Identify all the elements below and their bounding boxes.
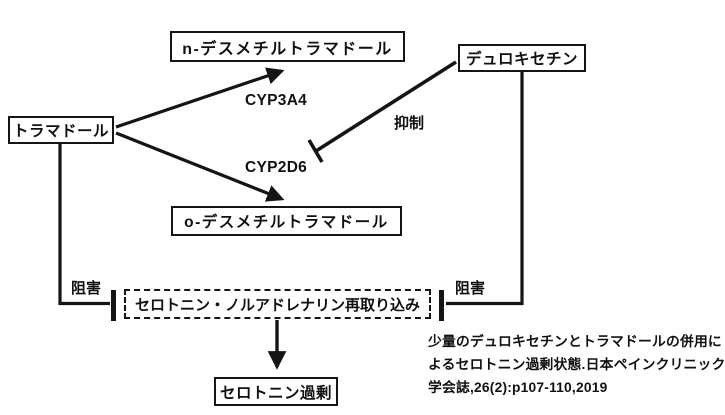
citation: 少量のデュロキセチンとトラマドールの併用に よるセロトニン過剰状態.日本ペインク… xyxy=(428,330,725,399)
edge-label-blockade-right: 阻害 xyxy=(455,280,486,297)
arrow-tramadol-to-n-desmethyl xyxy=(115,67,285,129)
node-tramadol-label: トラマドール xyxy=(12,123,109,140)
citation-line-3: 学会誌,26(2):p107-110,2019 xyxy=(428,380,608,395)
inhibit-tbar-cyp2d6 xyxy=(307,139,324,163)
inhibit-line-duloxetine-to-cyp2d6 xyxy=(315,60,457,153)
node-o-desmethyl-tramadol: o-デスメチルトラマドール xyxy=(171,206,402,236)
node-o-desmethyl-tramadol-label: o-デスメチルトラマドール xyxy=(184,214,389,231)
node-serotonin-excess-label: セロトニン過剰 xyxy=(219,384,332,402)
citation-line-1: 少量のデュロキセチンとトラマドールの併用に xyxy=(428,334,722,349)
node-n-desmethyl-tramadol-label: n-デスメチルトラマドール xyxy=(182,40,393,58)
citation-line-2: よるセロトニン過剰状態.日本ペインクリニック xyxy=(428,357,725,372)
node-n-desmethyl-tramadol: n-デスメチルトラマドール xyxy=(170,31,405,62)
node-duloxetine-label: デュロキセチン xyxy=(465,51,578,68)
node-tramadol: トラマドール xyxy=(8,116,114,144)
edge-label-cyp3a4: CYP3A4 xyxy=(245,92,308,109)
node-serotonin-excess: セロトニン過剰 xyxy=(214,377,338,406)
line-tramadol-to-reuptake xyxy=(58,144,110,306)
edge-label-blockade-left: 阻害 xyxy=(71,280,102,297)
node-duloxetine: デュロキセチン xyxy=(458,44,586,72)
arrow-tramadol-to-o-desmethyl xyxy=(115,131,285,202)
edge-label-cyp2d6: CYP2D6 xyxy=(245,159,308,176)
node-serotonin-noradrenaline-reuptake: セロトニン・ノルアドレナリン再取り込み xyxy=(124,289,431,319)
node-reuptake-label: セロトニン・ノルアドレナリン再取り込み xyxy=(134,296,420,314)
line-duloxetine-to-reuptake xyxy=(446,72,524,306)
edge-label-inhibition: 抑制 xyxy=(394,115,425,132)
